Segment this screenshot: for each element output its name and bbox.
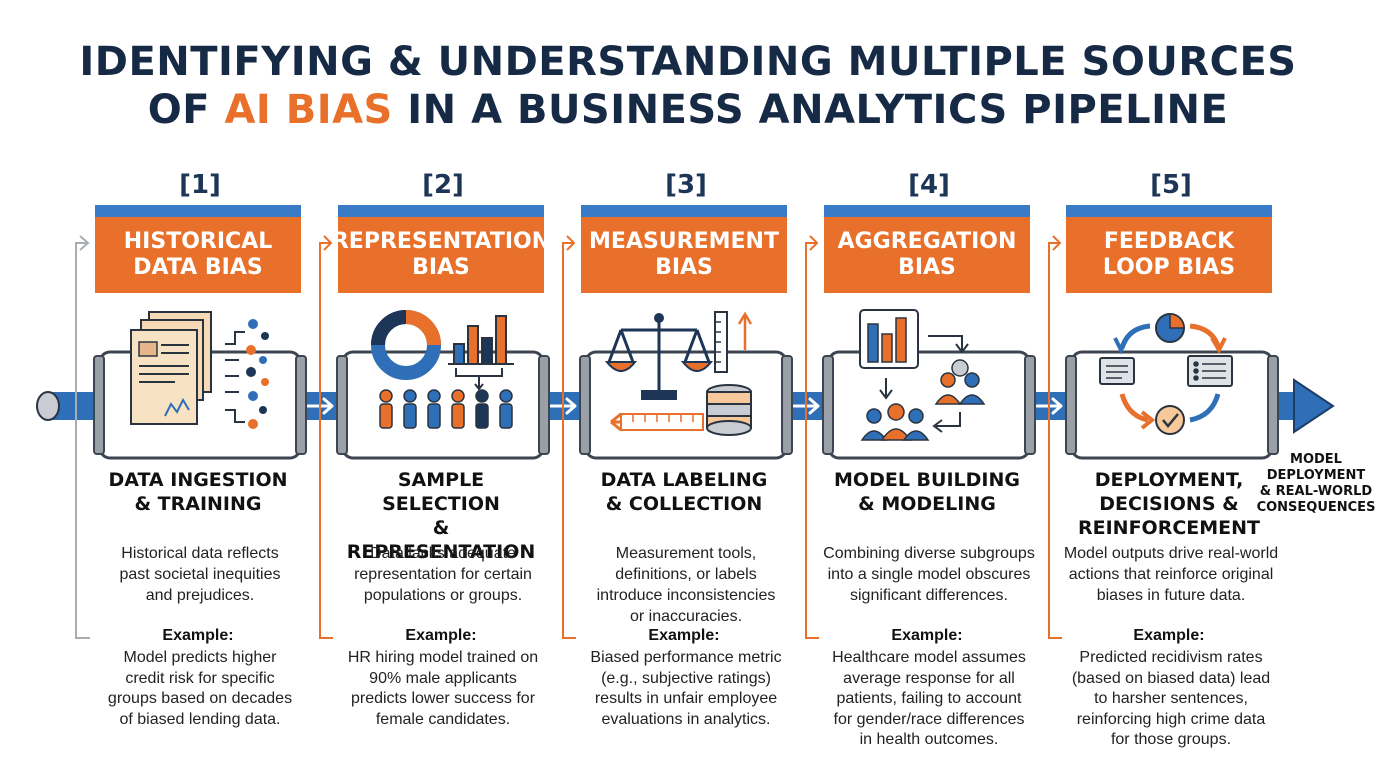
stage-column-4: [4] AGGREGATION BIAS MODEL BUILDING & MO…: [823, 0, 1035, 768]
stage-description: Combining diverse subgroups into a singl…: [823, 545, 1035, 604]
bias-header-representation: REPRESENTATION BIAS: [332, 205, 550, 293]
stage-title: DEPLOYMENT, DECISIONS & REINFORCEMENT: [1077, 469, 1260, 539]
stage-title: DATA INGESTION & TRAINING: [108, 469, 288, 515]
chart-groups-icon: [859, 309, 986, 441]
title-accent: AI BIAS: [224, 87, 393, 133]
stage-column-5: [5] FEEDBACK LOOP BIAS DEPLOYMENT, DECIS…: [1064, 0, 1278, 768]
bias-title: REPRESENTATION BIAS: [331, 229, 551, 280]
title-prefix: OF: [147, 87, 225, 133]
example-text: Biased performance metric (e.g., subject…: [590, 649, 782, 728]
stage-number: [4]: [908, 170, 950, 200]
bias-title: MEASUREMENT BIAS: [589, 229, 779, 280]
stage-number: [5]: [1150, 170, 1192, 200]
example-label: Example:: [162, 627, 234, 644]
pipeline-end-arrow: [1293, 378, 1335, 434]
example-text: HR hiring model trained on 90% male appl…: [347, 649, 539, 728]
stage-number: [3]: [665, 170, 707, 200]
stage-description: Model outputs drive real-world actions t…: [1063, 545, 1279, 604]
bias-header-measurement: MEASUREMENT BIAS: [581, 205, 787, 293]
example-label: Example:: [648, 627, 720, 644]
feedback-cycle-icon: [1099, 313, 1233, 435]
bias-title: HISTORICAL DATA BIAS: [123, 229, 273, 280]
example-label: Example:: [405, 627, 477, 644]
stage-number: [1]: [179, 170, 221, 200]
pipeline-end-caption: MODEL DEPLOYMENT & REAL-WORLD CONSEQUENC…: [1256, 452, 1376, 515]
bias-header-historical: HISTORICAL DATA BIAS: [95, 205, 301, 293]
title-line-1: IDENTIFYING & UNDERSTANDING MULTIPLE SOU…: [79, 39, 1297, 85]
stage-description: Data lacks adequate representation for c…: [354, 545, 532, 604]
stage-column-1: [1] HISTORICAL DATA BIAS DATA INGESTION …: [95, 0, 305, 768]
stage-title: DATA LABELING & COLLECTION: [600, 469, 768, 515]
donut-bar-people-icon: [371, 310, 514, 429]
title-suffix: IN A BUSINESS ANALYTICS PIPELINE: [392, 87, 1229, 133]
title-line-2: OF AI BIAS IN A BUSINESS ANALYTICS PIPEL…: [0, 86, 1376, 134]
example-label: Example:: [891, 627, 963, 644]
example-label: Example:: [1133, 627, 1205, 644]
example-text: Model predicts higher credit risk for sp…: [107, 649, 293, 728]
page-title: IDENTIFYING & UNDERSTANDING MULTIPLE SOU…: [0, 38, 1376, 134]
stage-title: SAMPLE SELECTION & REPRESENTATION: [346, 469, 536, 563]
example-text: Predicted recidivism rates (based on bia…: [1071, 649, 1271, 748]
pipe-cap: [36, 391, 60, 421]
stage-column-2: [2] REPRESENTATION BIAS SAMPLE SELECTION…: [332, 0, 550, 768]
stage-number: [2]: [422, 170, 464, 200]
stage-title: MODEL BUILDING & MODELING: [834, 469, 1020, 515]
housing-collars: [93, 355, 1279, 455]
bracket-lines: [75, 235, 1062, 639]
bias-title: AGGREGATION BIAS: [837, 229, 1017, 280]
scale-ruler-database-icon: [604, 311, 753, 436]
bias-title: FEEDBACK LOOP BIAS: [1102, 229, 1236, 280]
bias-header-feedback: FEEDBACK LOOP BIAS: [1066, 205, 1272, 293]
documents-data-points-icon: [130, 311, 269, 429]
bias-header-aggregation: AGGREGATION BIAS: [824, 205, 1030, 293]
example-text: Healthcare model assumes average respons…: [832, 649, 1026, 748]
stage-column-3: [3] MEASUREMENT BIAS DATA LABELING & COL…: [581, 0, 791, 768]
stage-description: Historical data reflects past societal i…: [119, 545, 281, 604]
stage-description: Measurement tools, definitions, or label…: [596, 545, 776, 625]
